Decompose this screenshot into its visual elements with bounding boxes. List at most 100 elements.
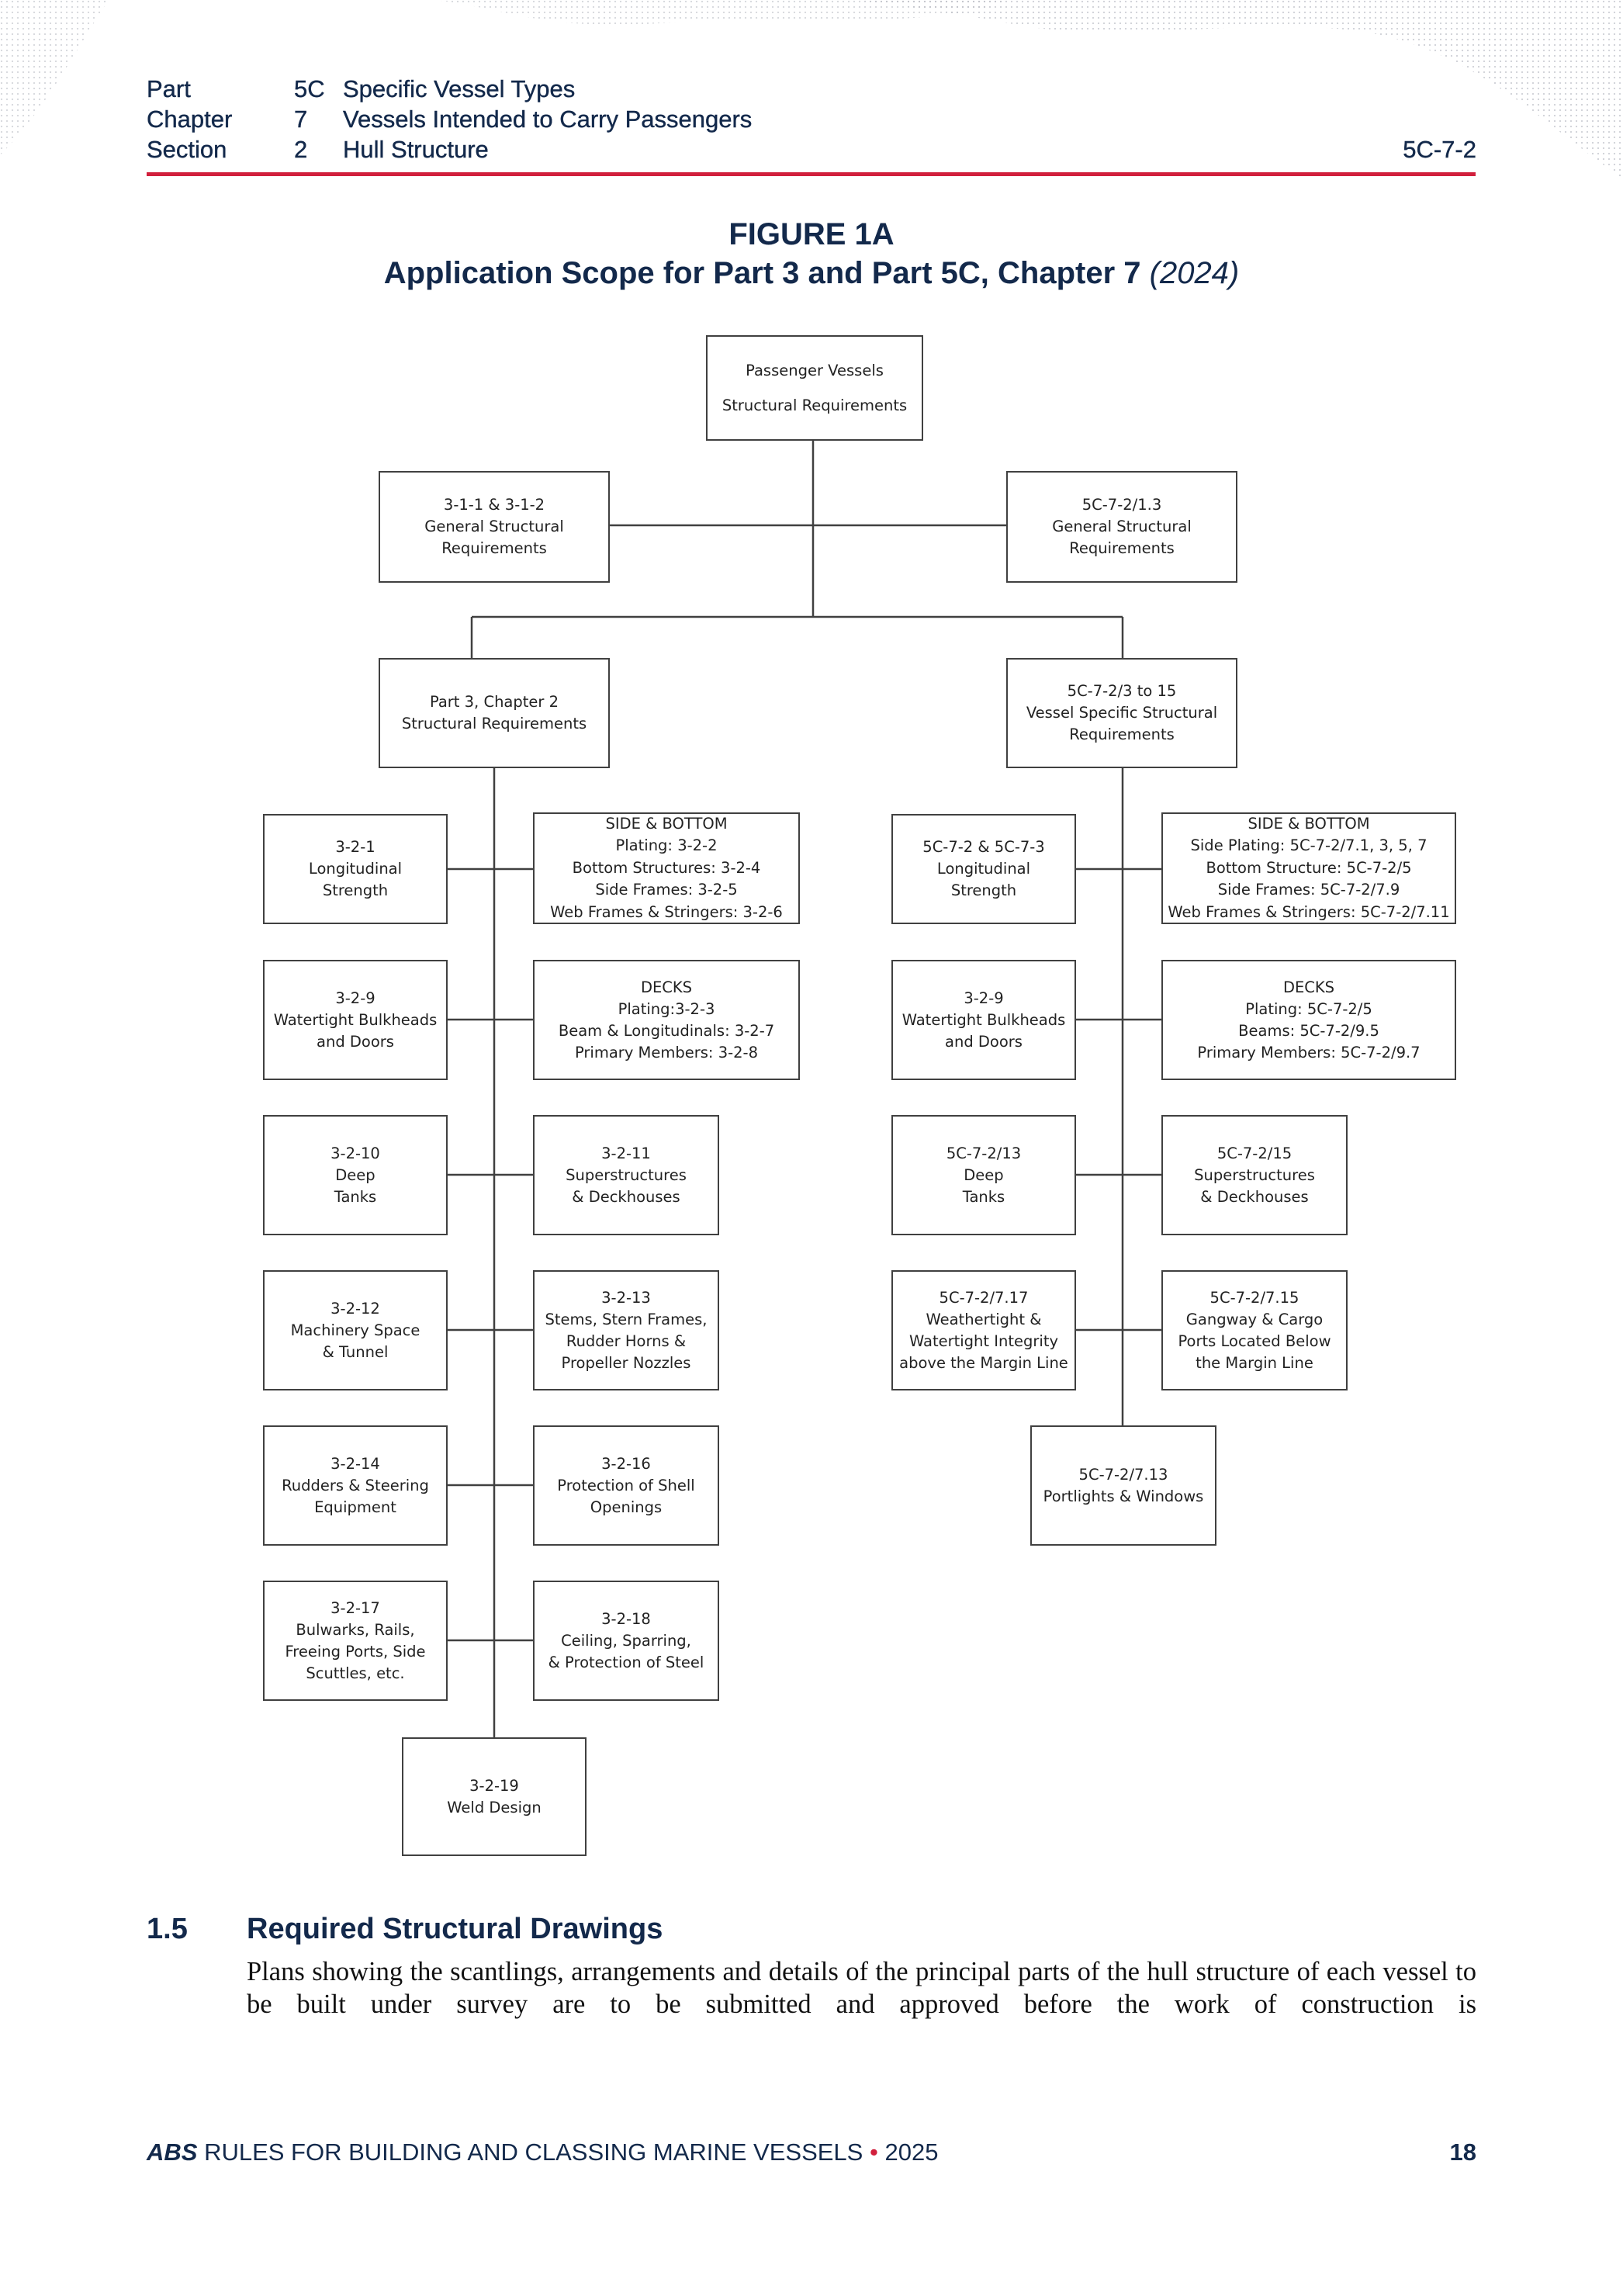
section-number: 1.5 <box>147 1913 188 1945</box>
box-line: Web Frames & Stringers: 3-2-6 <box>550 902 783 921</box>
footer-bullet: • <box>869 2138 878 2166</box>
box-line: Beam & Longitudinals: 3-2-7 <box>558 1021 775 1040</box>
box-line: SIDE & BOTTOM <box>1248 814 1370 833</box>
box-line: and Doors <box>317 1032 394 1051</box>
box-line: 3-1-1 & 3-1-2 <box>443 496 545 514</box>
box-line: Scuttles, etc. <box>306 1664 405 1682</box>
figure-year: (2024) <box>1149 256 1240 290</box>
box-line: Plating: 5C-7-2/5 <box>1245 999 1372 1018</box>
box-line: Portlights & Windows <box>1043 1487 1204 1505</box>
header-part-label: Part <box>147 75 191 102</box>
box-line: 3-2-17 <box>330 1598 380 1617</box>
box-watertight-bulkheads-right: 3-2-9 Watertight Bulkheads and Doors <box>891 960 1076 1080</box>
box-line: & Protection of Steel <box>548 1653 704 1671</box>
footer-publication: RULES FOR BUILDING AND CLASSING MARINE V… <box>204 2138 863 2166</box>
page-number: 18 <box>1449 2138 1476 2166</box>
box-line: Requirements <box>441 539 547 557</box>
box-line: Side Frames: 5C-7-2/7.9 <box>1217 881 1400 899</box>
box-line: Rudders & Steering <box>282 1476 429 1494</box>
box-decks-right: DECKS Plating: 5C-7-2/5 Beams: 5C-7-2/9.… <box>1161 960 1456 1080</box>
box-line: Ceiling, Sparring, <box>561 1631 691 1650</box>
box-portlights-windows: 5C-7-2/7.13 Portlights & Windows <box>1030 1425 1216 1546</box>
box-machinery-space: 3-2-12 Machinery Space & Tunnel <box>263 1270 448 1390</box>
box-line: Machinery Space <box>290 1321 420 1339</box>
box-vessel-specific: 5C-7-2/3 to 15 Vessel Specific Structura… <box>1006 658 1237 768</box>
box-decks-left: DECKS Plating:3-2-3 Beam & Longitudinals… <box>533 960 800 1080</box>
box-line: Deep <box>964 1165 1004 1184</box>
box-deep-tanks-left: 3-2-10 Deep Tanks <box>263 1115 448 1235</box>
box-line: Strength <box>950 881 1017 899</box>
box-line: Part 3, Chapter 2 <box>429 693 559 711</box>
box-weathertight-integrity: 5C-7-2/7.17 Weathertight & Watertight In… <box>891 1270 1076 1390</box>
box-line: 3-2-18 <box>601 1609 651 1628</box>
box-line: DECKS <box>1282 978 1335 996</box>
box-line: Propeller Nozzles <box>561 1353 691 1372</box>
box-longitudinal-strength-right: 5C-7-2 & 5C-7-3 Longitudinal Strength <box>891 814 1076 924</box>
footer-year: 2025 <box>884 2138 939 2166</box>
box-line: 3-2-16 <box>601 1454 651 1473</box>
box-line: 5C-7-2/7.15 <box>1209 1288 1299 1307</box>
box-line: Stems, Stern Frames, <box>545 1310 708 1328</box>
box-line: Bottom Structures: 3-2-4 <box>572 858 761 877</box>
box-line: & Tunnel <box>322 1342 389 1361</box>
box-line: Watertight Integrity <box>908 1332 1059 1350</box>
box-line: Passenger Vessels <box>746 361 884 379</box>
box-line: 5C-7-2/7.13 <box>1078 1465 1168 1484</box>
box-line: 3-2-14 <box>330 1454 380 1473</box>
footer-brand: ABS <box>147 2138 198 2166</box>
box-line: Vessel Specific Structural <box>1026 704 1218 722</box>
box-line: 5C-7-2/13 <box>946 1144 1022 1162</box>
box-watertight-bulkheads-left: 3-2-9 Watertight Bulkheads and Doors <box>263 960 448 1080</box>
box-line: Superstructures <box>1194 1165 1315 1184</box>
box-line: Primary Members: 3-2-8 <box>575 1043 758 1061</box>
box-line: Protection of Shell <box>557 1476 695 1494</box>
box-line: Tanks <box>334 1187 377 1206</box>
header-chapter-number: 7 <box>294 106 308 133</box>
box-line: 3-2-9 <box>964 989 1004 1007</box>
box-line: Plating:3-2-3 <box>618 999 715 1018</box>
box-line: Freeing Ports, Side <box>285 1642 426 1661</box>
box-line: Openings <box>590 1498 663 1516</box>
header-page-ref: 5C-7-2 <box>1403 136 1476 163</box>
box-line: Watertight Bulkheads <box>901 1010 1066 1029</box>
box-line: Watertight Bulkheads <box>273 1010 438 1029</box>
box-superstructures-left: 3-2-11 Superstructures & Deckhouses <box>533 1115 719 1235</box>
box-line: Tanks <box>962 1187 1005 1206</box>
header-part-number: 5C <box>294 75 325 102</box>
box-line: Weld Design <box>447 1798 542 1816</box>
box-line: Requirements <box>1069 726 1175 743</box>
box-line: 3-2-13 <box>601 1288 651 1307</box>
box-line: Longitudinal <box>936 860 1031 878</box>
box-line: 3-2-12 <box>330 1299 380 1318</box>
box-general-structural-left: 3-1-1 & 3-1-2 General Structural Require… <box>379 471 610 583</box>
box-side-bottom-left: SIDE & BOTTOM Plating: 3-2-2 Bottom Stru… <box>533 812 800 924</box>
box-line: SIDE & BOTTOM <box>605 814 728 833</box>
box-line: Gangway & Cargo <box>1185 1310 1324 1328</box>
box-line: 3-2-1 <box>335 838 375 856</box>
box-line: Deep <box>335 1165 375 1184</box>
header-chapter-label: Chapter <box>147 106 233 133</box>
box-line: 3-2-11 <box>601 1144 651 1162</box>
box-line: Web Frames & Stringers: 5C-7-2/7.11 <box>1168 902 1450 921</box>
figure-title: Application Scope for Part 3 and Part 5C… <box>0 256 1623 291</box>
decorative-wave-graphic <box>0 0 1623 178</box>
box-general-structural-right: 5C-7-2/1.3 General Structural Requiremen… <box>1006 471 1237 583</box>
box-line: Plating: 3-2-2 <box>615 836 718 855</box>
box-line: Rudder Horns & <box>566 1332 687 1350</box>
section-paragraph: Plans showing the scantlings, arrangemen… <box>247 1957 1476 2019</box>
figure-label: FIGURE 1A <box>728 217 895 251</box>
box-line: General Structural <box>424 518 564 535</box>
box-line: 5C-7-2/15 <box>1216 1144 1293 1162</box>
box-line: Beams: 5C-7-2/9.5 <box>1238 1021 1379 1040</box>
header-part-title: Specific Vessel Types <box>343 75 576 102</box>
box-line: Weathertight & <box>926 1310 1042 1328</box>
box-part3-chapter2: Part 3, Chapter 2 Structural Requirement… <box>379 658 610 768</box>
box-line: & Deckhouses <box>1200 1187 1309 1206</box>
box-line: Bottom Structure: 5C-7-2/5 <box>1206 858 1412 877</box>
box-line: 5C-7-2/7.17 <box>939 1288 1029 1307</box>
box-shell-openings: 3-2-16 Protection of Shell Openings <box>533 1425 719 1546</box>
section-title: Required Structural Drawings <box>247 1913 663 1945</box>
box-passenger-vessels: Passenger Vessels Structural Requirement… <box>706 335 923 441</box>
header-section-title: Hull Structure <box>343 136 489 163</box>
box-line: 5C-7-2 & 5C-7-3 <box>922 838 1045 856</box>
